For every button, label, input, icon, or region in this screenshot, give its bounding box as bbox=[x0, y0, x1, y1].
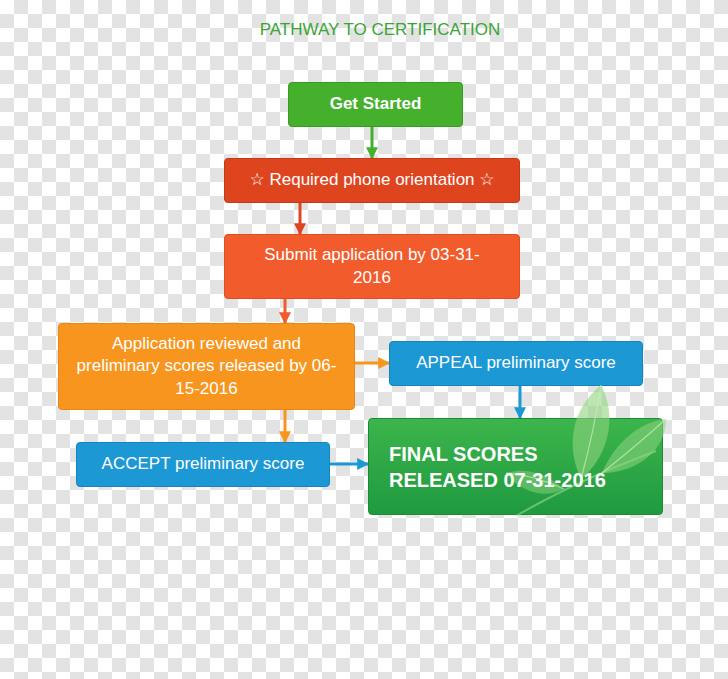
flow-arrow bbox=[299, 203, 302, 234]
box-label: APPEAL preliminary score bbox=[416, 352, 616, 374]
process-box: ☆ Required phone orientation ☆ bbox=[224, 158, 520, 203]
process-box: Submit application by 03-31-2016 bbox=[224, 234, 520, 299]
process-box: APPEAL preliminary score bbox=[389, 341, 643, 386]
box-label: FINAL SCORES RELEASED 07-31-2016 bbox=[389, 441, 634, 493]
leaf bbox=[602, 419, 666, 473]
flow-arrow bbox=[519, 386, 522, 418]
leaf-vein bbox=[602, 419, 666, 473]
process-box: Application reviewed and preliminary sco… bbox=[58, 323, 355, 410]
box-label: ☆ Required phone orientation ☆ bbox=[249, 169, 494, 191]
flow-arrow bbox=[330, 463, 368, 466]
process-box: ACCEPT preliminary score bbox=[76, 442, 330, 487]
flow-arrow bbox=[371, 127, 374, 158]
leaf-vein bbox=[581, 385, 601, 479]
flow-arrow bbox=[284, 410, 287, 442]
box-label: Submit application by 03-31-2016 bbox=[257, 244, 487, 288]
flow-arrow bbox=[355, 362, 389, 365]
process-box: Get Started bbox=[288, 82, 463, 127]
box-label: Get Started bbox=[330, 93, 422, 115]
box-label: ACCEPT preliminary score bbox=[102, 453, 305, 475]
box-label: Application reviewed and preliminary sco… bbox=[76, 333, 338, 399]
leaf-vein bbox=[506, 473, 564, 489]
leaf bbox=[506, 471, 564, 494]
flow-arrow bbox=[284, 299, 287, 323]
leaf bbox=[573, 385, 610, 479]
diagram-title: PATHWAY TO CERTIFICATION bbox=[0, 20, 728, 40]
process-box: FINAL SCORES RELEASED 07-31-2016 bbox=[368, 418, 663, 515]
